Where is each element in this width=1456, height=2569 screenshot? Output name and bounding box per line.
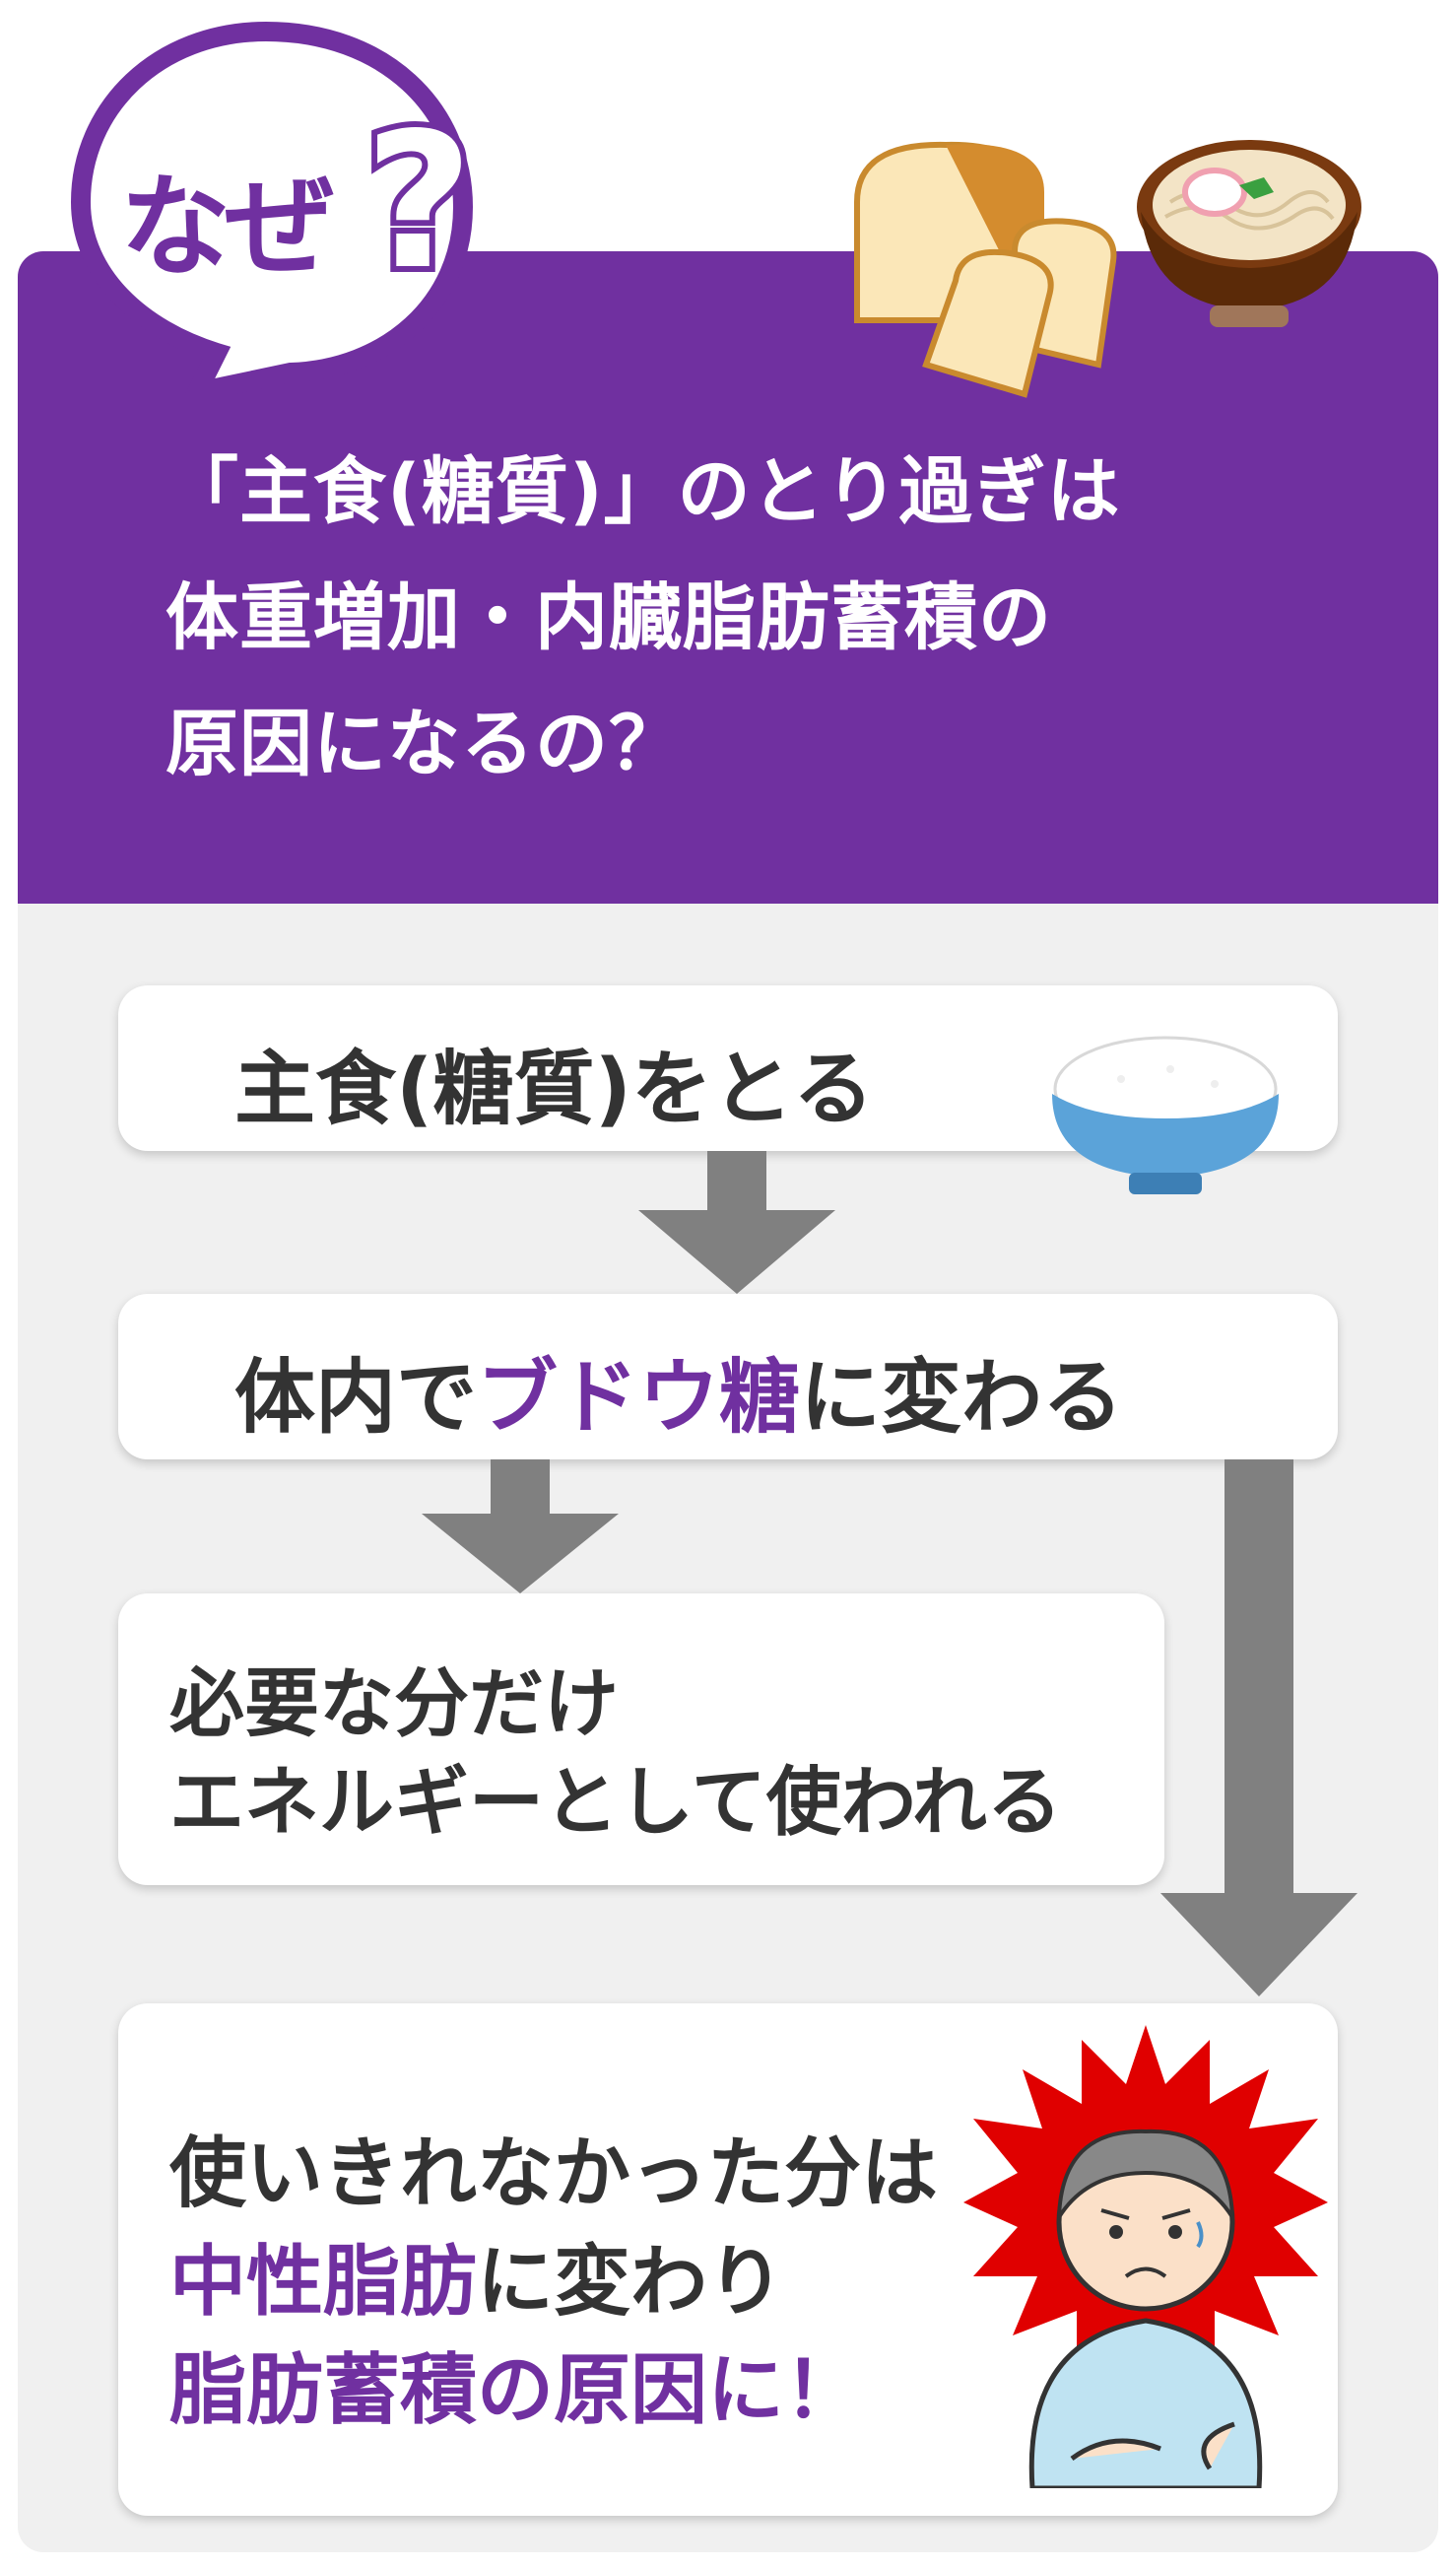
step-energy-box: 必要な分だけ エネルギーとして使われる [118,1593,1164,1885]
step-glucose-text: 体内でブドウ糖に変わる [234,1351,1124,1445]
question-line-2: 体重増加・内臓脂肪蓄積の [165,575,1052,660]
question-line-3: 原因になるの？ [165,702,683,786]
triglyceride-highlight: 中性脂肪 [169,2238,478,2327]
step-energy-line-2: エネルギーとして使われる [169,1758,1062,1846]
step-eat-staple-text: 主食(糖質)をとる [234,1043,874,1136]
naze-bubble: なぜ ? [69,20,522,394]
worried-person-icon [963,2025,1328,2488]
step-glucose-box: 体内でブドウ糖に変わる [118,1294,1338,1459]
naze-text: なぜ [120,164,335,292]
step-fat-line-2: 中性脂肪に変わり [169,2238,785,2327]
glucose-highlight: ブドウ糖 [477,1351,801,1445]
step-energy-line-1: 必要な分だけ [169,1659,619,1747]
question-mark-icon: ? [359,93,479,310]
arrow-down-long [1160,1459,1357,1996]
arrow-down-1 [638,1151,835,1294]
bread-icon [854,141,1117,398]
question-line-1: 「主食(糖質)」のとり過ぎは [165,449,1121,534]
step-fat-line-3: 脂肪蓄積の原因に！ [169,2346,862,2435]
step-fat-line-1: 使いきれなかった分は [169,2130,939,2218]
rice-bowl-icon [1052,1036,1279,1194]
explainer-card: 「主食(糖質)」のとり過ぎは 体重増加・内臓脂肪蓄積の 原因になるの？ 主食(糖… [18,251,1438,2552]
arrow-down-2 [422,1459,619,1593]
noodle-bowl-icon [1137,140,1361,327]
question-text: 「主食(糖質)」のとり過ぎは 体重増加・内臓脂肪蓄積の 原因になるの？ [165,429,1387,807]
